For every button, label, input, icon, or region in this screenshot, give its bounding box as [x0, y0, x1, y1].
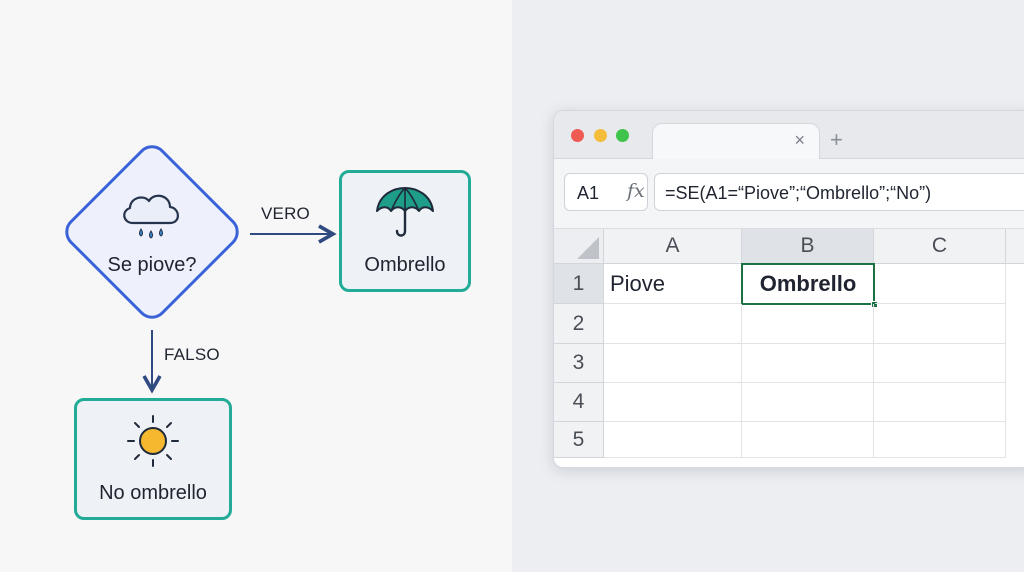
name-box[interactable]: A1 fx [564, 173, 648, 211]
true-edge-label: VERO [261, 204, 310, 223]
cell-c2[interactable] [874, 304, 1006, 344]
decision-label: Se piove? [107, 254, 197, 276]
cell-b4[interactable] [742, 383, 874, 422]
true-result-node: Ombrello [339, 170, 471, 292]
cell-a2[interactable] [604, 304, 742, 344]
cell-c4[interactable] [874, 383, 1006, 422]
false-result-label: No ombrello [99, 482, 207, 504]
true-result-label: Ombrello [364, 254, 446, 276]
cell-b2[interactable] [742, 304, 874, 344]
close-window-button[interactable] [571, 129, 584, 142]
minimize-window-button[interactable] [594, 129, 607, 142]
column-header-a[interactable]: A [604, 229, 742, 264]
formula-input[interactable]: =SE(A1=“Piove”;“Ombrello”;“No”) [654, 173, 1024, 211]
decision-node: Se piove? [57, 137, 247, 327]
maximize-window-button[interactable] [616, 129, 629, 142]
spreadsheet-window: × + A1 fx =SE(A1=“Piove”;“Ombrello”;“No”… [553, 110, 1024, 468]
row-header-1[interactable]: 1 [554, 264, 604, 304]
formula-text: =SE(A1=“Piove”;“Ombrello”;“No”) [665, 183, 932, 203]
row-header-5[interactable]: 5 [554, 422, 604, 458]
row-header-2[interactable]: 2 [554, 304, 604, 344]
cell-b3[interactable] [742, 344, 874, 383]
cell-grid: A B C 1 2 3 4 5 Piove Ombrello [554, 229, 1024, 467]
title-bar: × + [554, 111, 1024, 160]
flowchart-panel: Se piove? VERO FALSO Ombrello [57, 137, 471, 520]
cell-c5[interactable] [874, 422, 1006, 458]
name-box-value: A1 [577, 183, 600, 203]
cell-c1[interactable] [875, 264, 1006, 304]
false-edge-label: FALSO [164, 345, 220, 364]
column-header-c[interactable]: C [874, 229, 1006, 264]
column-header-b[interactable]: B [742, 229, 874, 264]
select-all-corner[interactable] [554, 229, 604, 264]
cell-a3[interactable] [604, 344, 742, 383]
close-tab-icon[interactable]: × [794, 130, 805, 150]
false-result-node: No ombrello [74, 398, 232, 520]
cell-a4[interactable] [604, 383, 742, 422]
cell-c3[interactable] [874, 344, 1006, 383]
cell-b5[interactable] [742, 422, 874, 458]
cell-b1[interactable]: Ombrello [741, 263, 875, 305]
sun-icon [123, 413, 183, 474]
column-header-d[interactable] [1006, 229, 1024, 264]
new-tab-button[interactable]: + [830, 127, 843, 152]
tab-active[interactable]: × [652, 123, 820, 160]
cell-a5[interactable] [604, 422, 742, 458]
flowchart-connectors [142, 224, 337, 394]
umbrella-icon [373, 185, 437, 246]
row-header-3[interactable]: 3 [554, 344, 604, 383]
rain-cloud-icon [117, 187, 187, 248]
formula-bar: A1 fx =SE(A1=“Piove”;“Ombrello”;“No”) [554, 159, 1024, 229]
fill-handle[interactable] [871, 301, 878, 308]
row-header-4[interactable]: 4 [554, 383, 604, 422]
fx-icon[interactable]: fx [627, 180, 645, 202]
spreadsheet-panel: × + A1 fx =SE(A1=“Piove”;“Ombrello”;“No”… [512, 0, 1024, 572]
cell-a1[interactable]: Piove [604, 264, 742, 304]
